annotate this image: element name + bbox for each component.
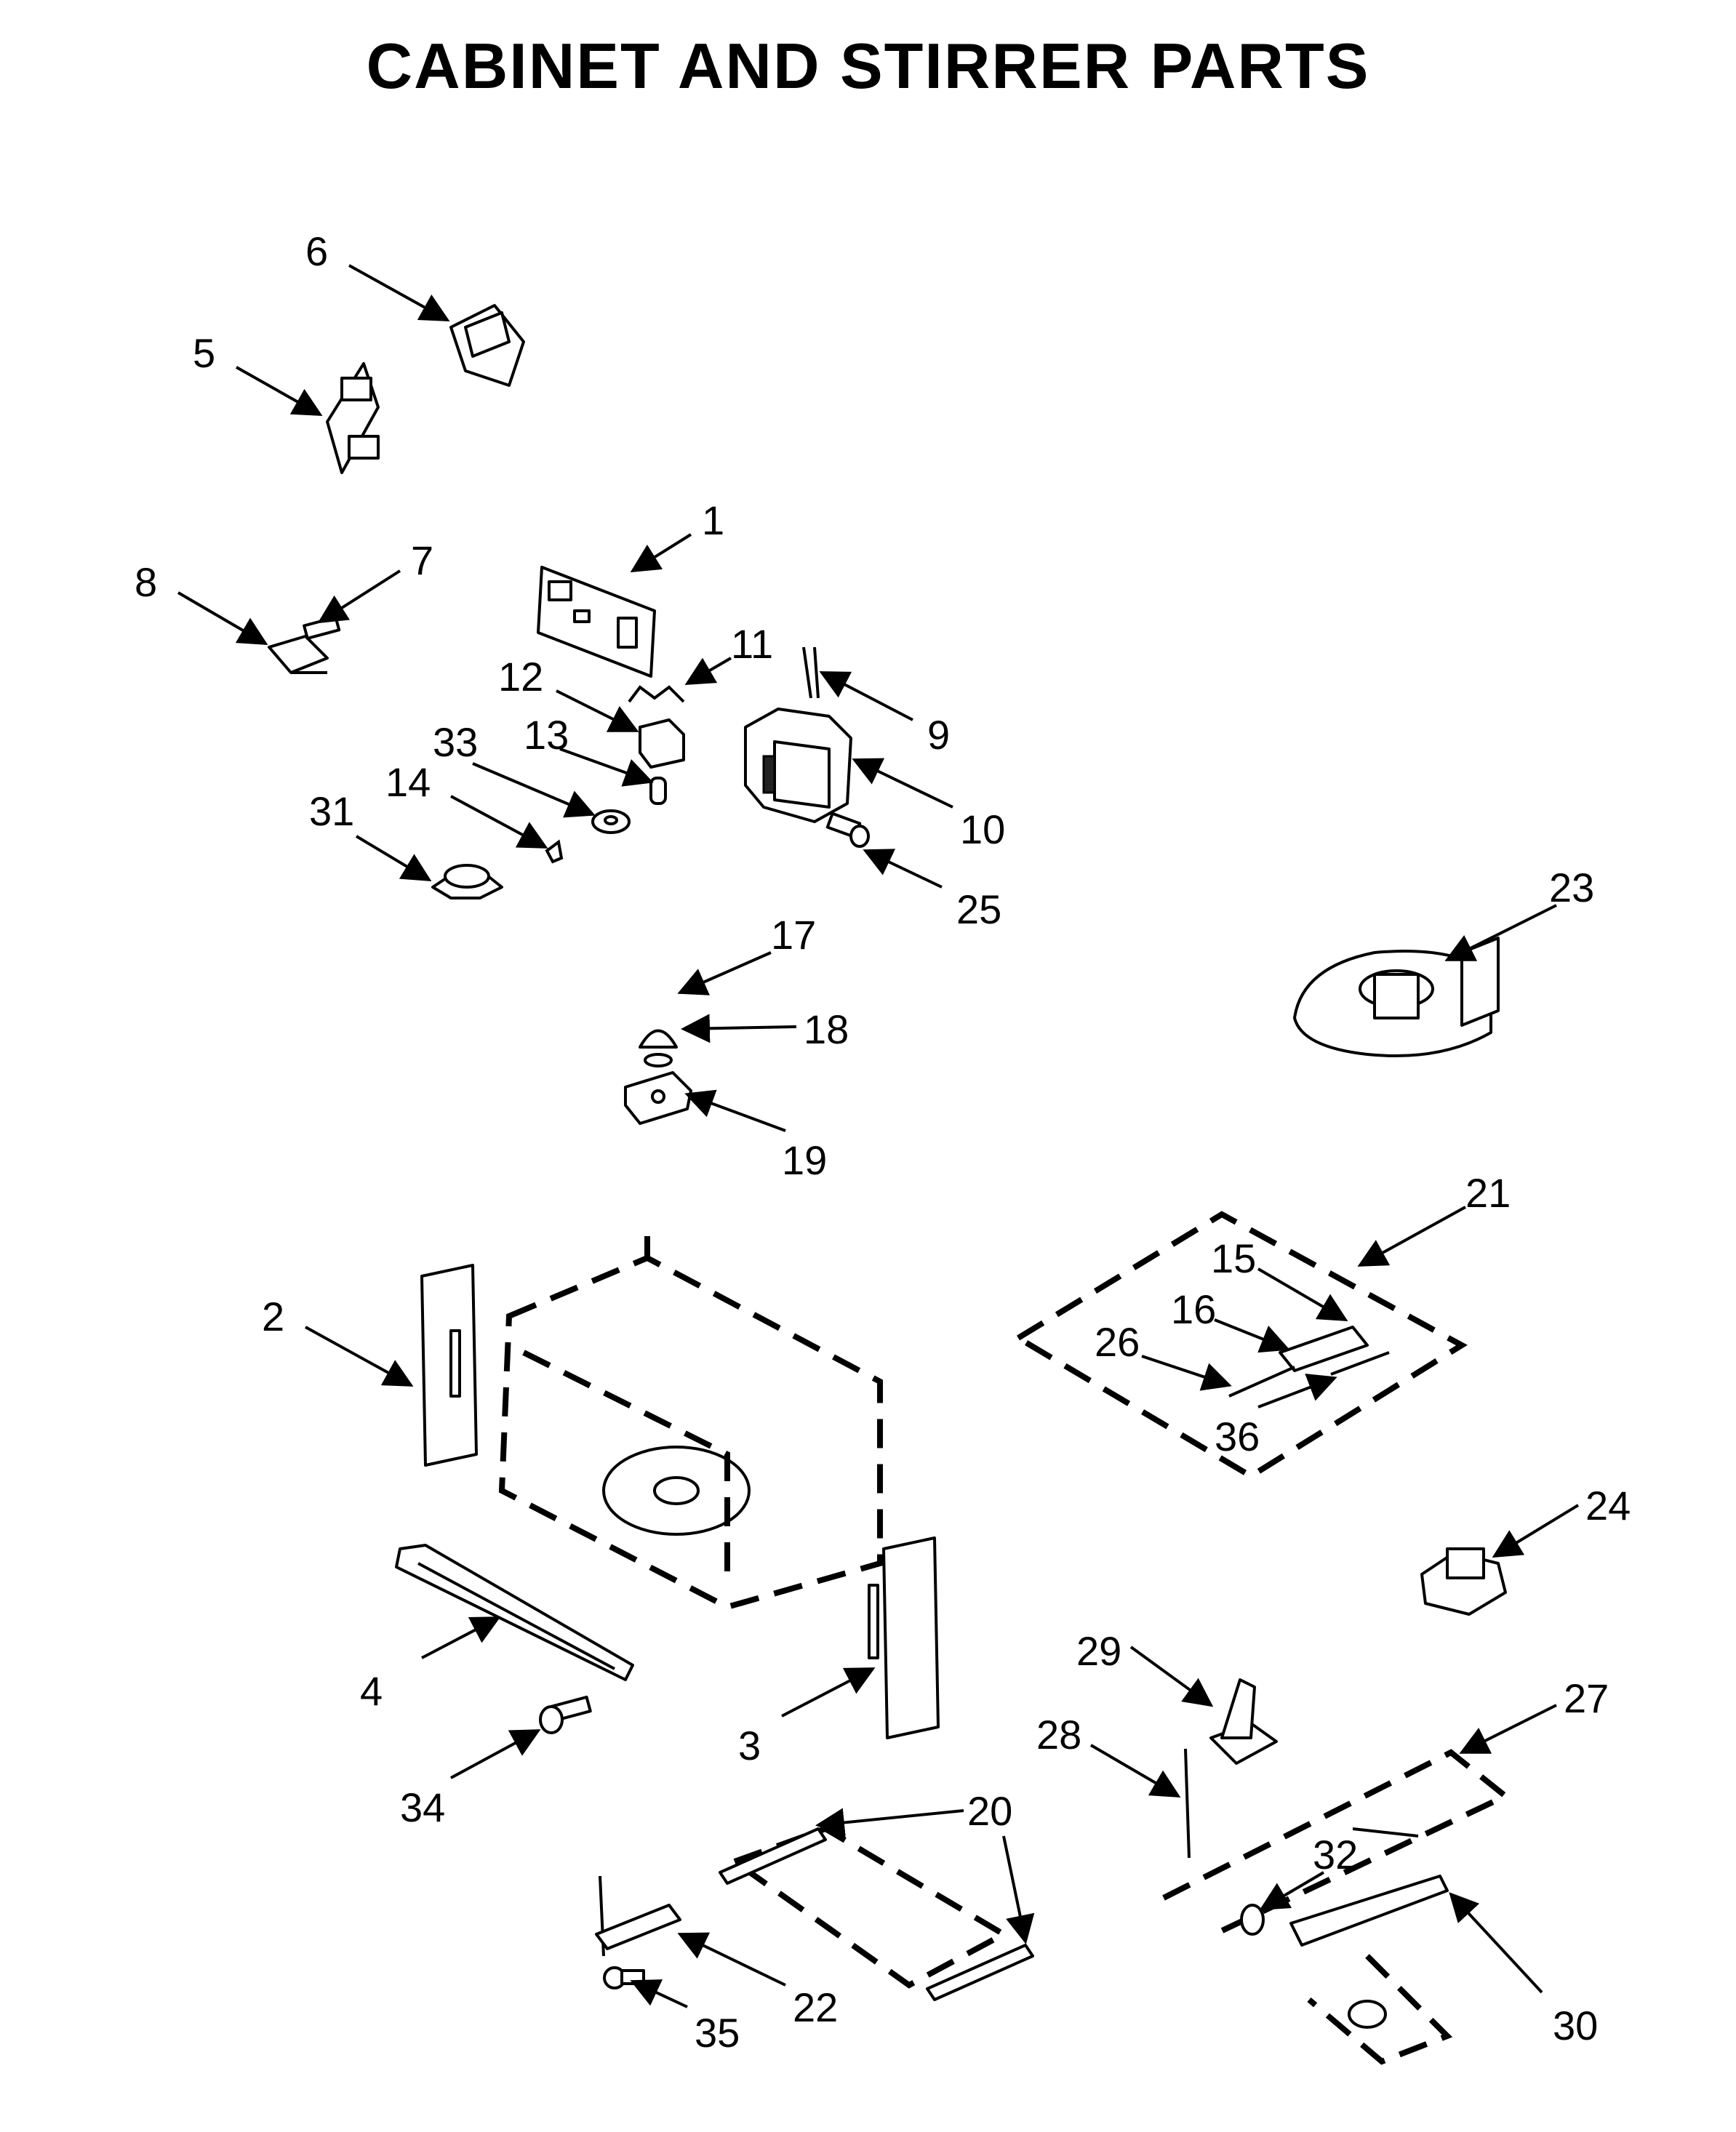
label-part-34: 34 <box>400 1784 445 1830</box>
label-part-36: 36 <box>1215 1414 1260 1459</box>
part-22-hinge <box>595 1875 681 1957</box>
part-3-side-panel <box>868 1536 940 1739</box>
label-part-27: 27 <box>1564 1675 1609 1721</box>
part-11-wire <box>628 685 685 703</box>
part-6-relay <box>449 304 525 387</box>
part-17-stirrer-cover <box>639 1029 678 1049</box>
part-29-bracket <box>1209 1678 1278 1765</box>
label-part-9: 9 <box>927 712 950 758</box>
label-part-16: 16 <box>1171 1286 1216 1332</box>
part-34-screw <box>539 1695 592 1734</box>
part-27-motor-group <box>1162 1749 1511 2065</box>
label-part-5: 5 <box>193 330 215 376</box>
part-24-transformer <box>1420 1547 1507 1616</box>
label-part-30: 30 <box>1553 2003 1598 2048</box>
part-13-lamp <box>649 777 667 805</box>
label-part-12: 12 <box>498 654 543 700</box>
part-12-switch <box>639 718 685 769</box>
label-part-26: 26 <box>1095 1319 1140 1365</box>
part-8-fuse-holder <box>268 635 329 674</box>
label-part-14: 14 <box>385 759 431 805</box>
label-part-31: 31 <box>309 788 354 834</box>
part-number-labels: 1 2 3 4 5 6 7 8 9 10 11 12 13 14 15 16 1… <box>135 228 1631 2056</box>
label-part-7: 7 <box>411 537 433 583</box>
part-18-washer <box>644 1053 673 1067</box>
part-20-floor-tray <box>719 1825 1034 2001</box>
part-1-control-board <box>537 566 656 678</box>
label-part-25: 25 <box>956 886 1001 932</box>
label-part-23: 23 <box>1549 865 1594 910</box>
label-part-10: 10 <box>960 806 1005 852</box>
label-part-24: 24 <box>1585 1483 1631 1528</box>
part-28-rod <box>1184 1748 1191 1859</box>
part-4-vent-rail <box>395 1544 634 1681</box>
label-part-20: 20 <box>967 1788 1012 1834</box>
leader-lines <box>177 264 1580 2008</box>
part-23-blower <box>1293 937 1500 1057</box>
label-part-21: 21 <box>1465 1170 1511 1216</box>
label-part-18: 18 <box>804 1006 849 1052</box>
part-31-thermostat <box>431 864 503 899</box>
label-part-32: 32 <box>1313 1832 1358 1877</box>
cabinet-outline <box>498 1236 883 1611</box>
part-5-relay-board <box>326 362 380 474</box>
label-part-29: 29 <box>1076 1628 1121 1674</box>
part-10-magnetron <box>744 708 852 823</box>
part-9-lead <box>802 646 820 699</box>
label-part-22: 22 <box>793 1984 838 2030</box>
label-part-4: 4 <box>360 1668 383 1714</box>
part-19-bracket <box>624 1071 692 1125</box>
label-part-8: 8 <box>135 559 157 605</box>
part-14-clip <box>545 839 564 864</box>
part-2-side-panel <box>420 1264 478 1467</box>
label-part-13: 13 <box>524 712 569 758</box>
label-part-28: 28 <box>1036 1712 1081 1758</box>
label-part-33: 33 <box>433 719 478 765</box>
label-part-19: 19 <box>782 1137 827 1183</box>
label-part-15: 15 <box>1211 1235 1256 1281</box>
label-part-17: 17 <box>771 912 816 958</box>
label-part-11: 11 <box>731 621 773 667</box>
label-part-6: 6 <box>305 228 328 274</box>
label-part-1: 1 <box>702 497 724 543</box>
label-part-3: 3 <box>738 1723 761 1768</box>
page-title: CABINET AND STIRRER PARTS <box>366 30 1370 102</box>
label-part-35: 35 <box>695 2010 740 2056</box>
label-part-2: 2 <box>262 1294 284 1339</box>
part-33-washer <box>591 809 631 834</box>
part-25-screw <box>825 811 870 848</box>
part-21-tray-group <box>1012 1211 1468 1480</box>
